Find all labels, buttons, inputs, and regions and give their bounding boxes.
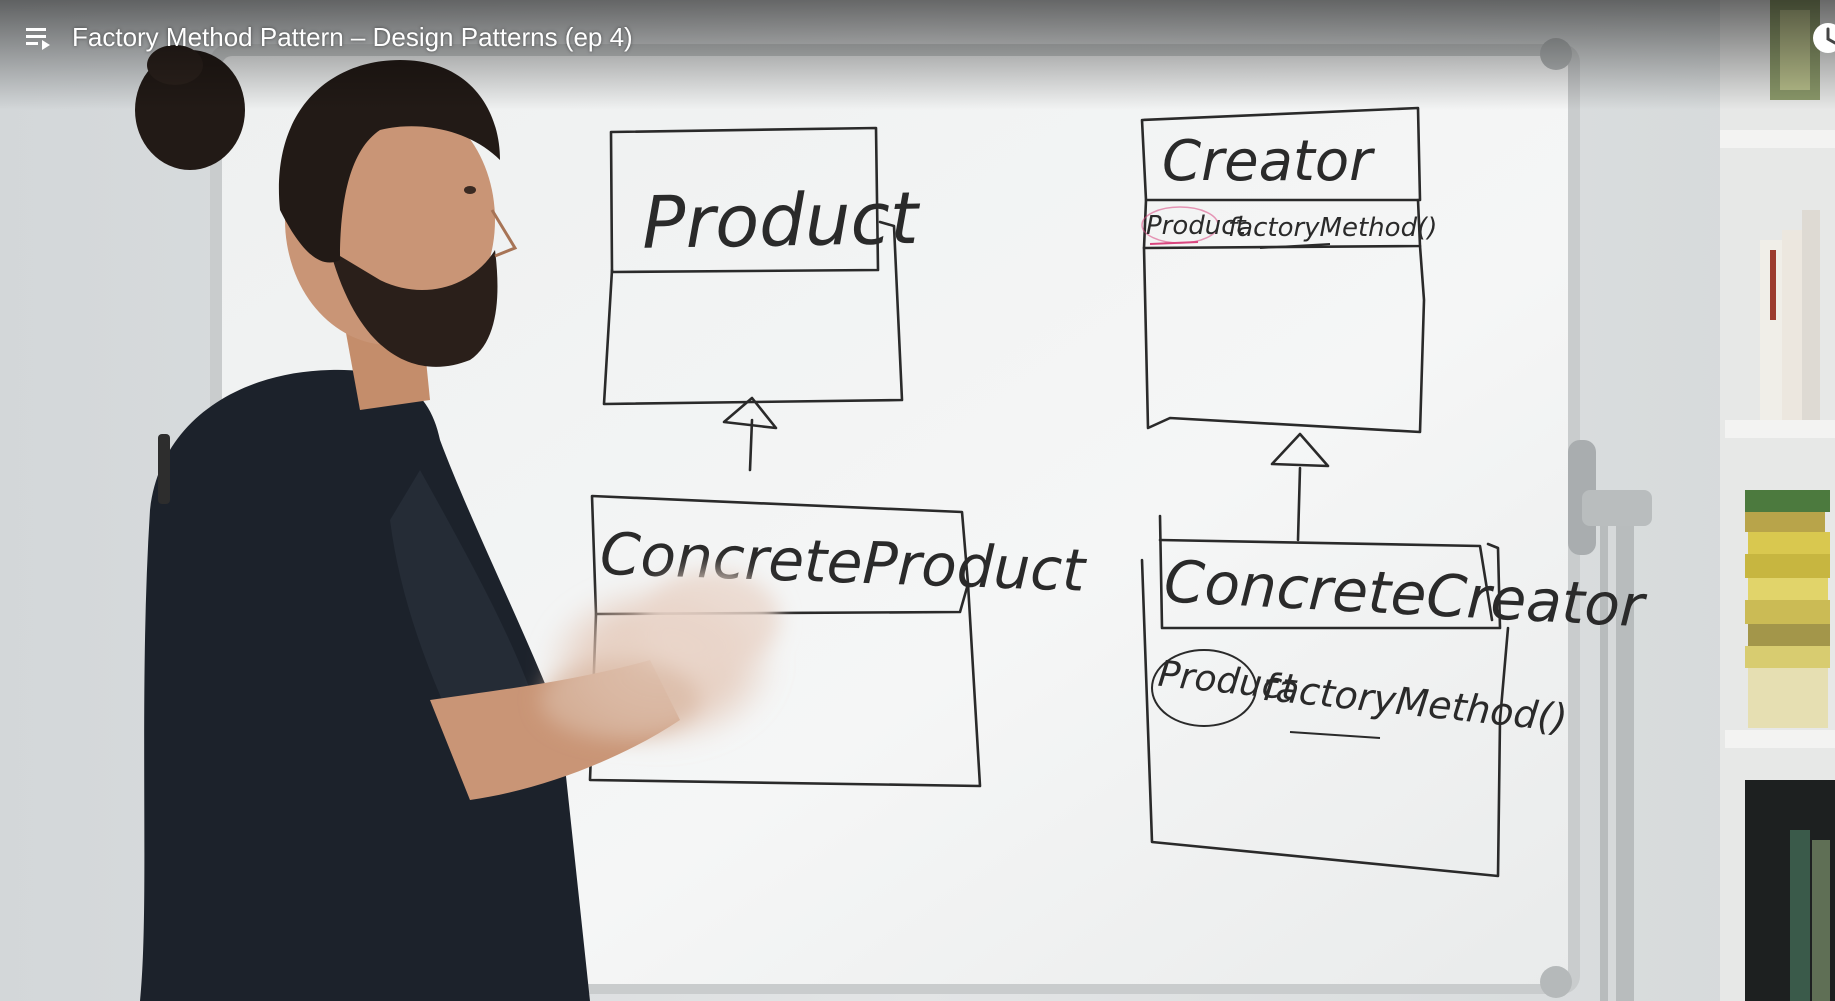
playlist-button[interactable] [22, 20, 56, 54]
creator-return-type-underline [1149, 241, 1199, 245]
playlist-icon [26, 28, 50, 50]
concrete-creator-method-underline [1289, 731, 1381, 739]
player-top-bar: Factory Method Pattern – Design Patterns… [0, 0, 1835, 74]
whiteboard-stand [1568, 440, 1652, 1001]
creator-method-return-type: Product [1146, 211, 1247, 241]
product-class-name: Product [641, 176, 921, 265]
bookshelf [1720, 0, 1835, 1001]
product-class-box [602, 126, 904, 472]
creator-method-name: factoryMethod() [1228, 213, 1437, 243]
creator-class-name: Creator [1162, 129, 1375, 194]
concrete-creator-class-box [1140, 514, 1510, 878]
watch-later-button[interactable] [1808, 18, 1835, 58]
video-title[interactable]: Factory Method Pattern – Design Patterns… [72, 22, 633, 52]
presenter-hands [540, 570, 780, 750]
concrete-creator-return-type-circle [1151, 649, 1257, 727]
clock-icon [1813, 23, 1835, 53]
creator-method-underline [1259, 243, 1331, 249]
